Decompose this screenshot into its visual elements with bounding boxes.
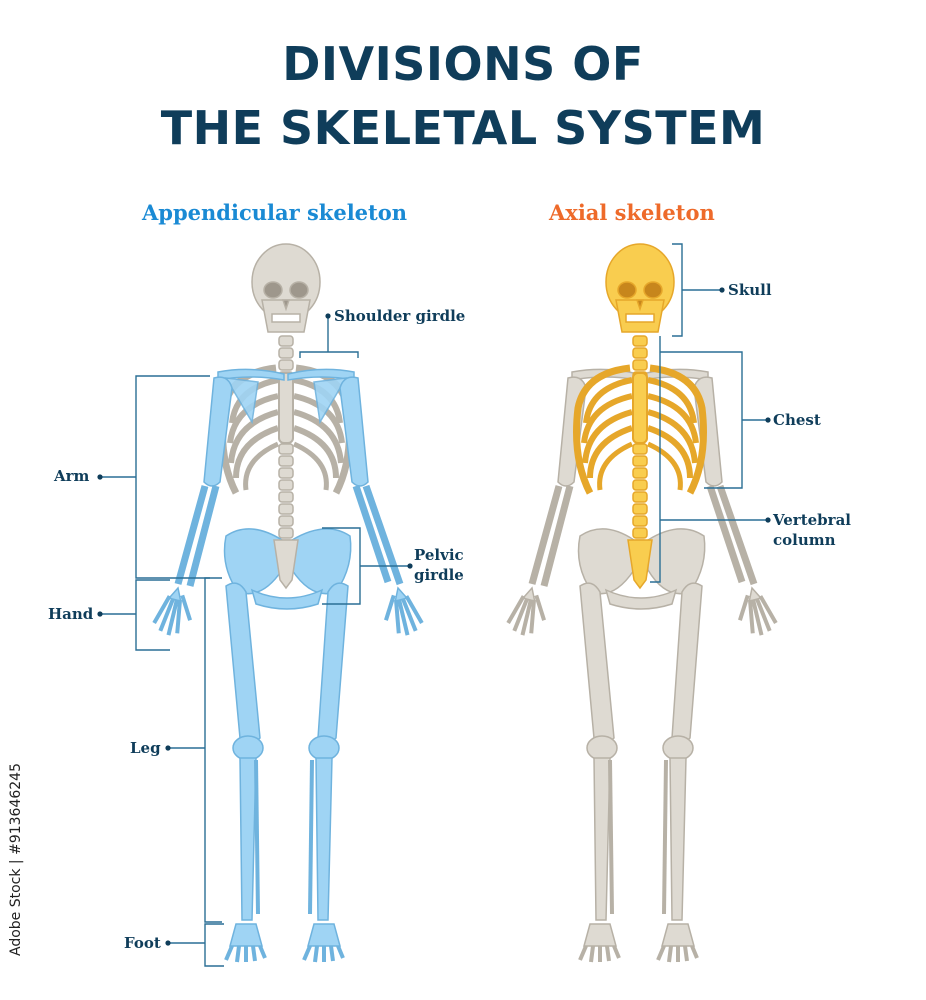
label-dots	[97, 287, 771, 946]
label-skull: Skull	[728, 281, 772, 299]
title-line-2: THE SKELETAL SYSTEM	[160, 101, 766, 155]
title-line-1: DIVISIONS OF	[282, 37, 644, 91]
label-arm: Arm	[54, 467, 90, 485]
label-foot: Foot	[124, 934, 161, 952]
label-pelvic-line2: girdle	[414, 566, 464, 584]
label-hand: Hand	[48, 605, 94, 623]
axial-skeleton	[504, 243, 780, 964]
label-pelvic-line1: Pelvic	[414, 546, 464, 564]
label-shoulder-girdle: Shoulder girdle	[334, 307, 466, 325]
appendicular-skull	[251, 243, 321, 333]
appendicular-heading: Appendicular skeleton	[142, 200, 408, 225]
axial-heading: Axial skeleton	[549, 200, 715, 225]
label-chest: Chest	[773, 411, 821, 429]
bracket-lines	[100, 243, 768, 967]
appendicular-skeleton	[150, 243, 426, 964]
label-vertebral-line1: Vertebral	[773, 511, 851, 529]
label-vertebral-line2: column	[773, 531, 836, 549]
stock-watermark-id: Adobe Stock | #913646245	[8, 763, 24, 957]
label-leg: Leg	[130, 739, 161, 757]
axial-skull	[605, 243, 675, 333]
